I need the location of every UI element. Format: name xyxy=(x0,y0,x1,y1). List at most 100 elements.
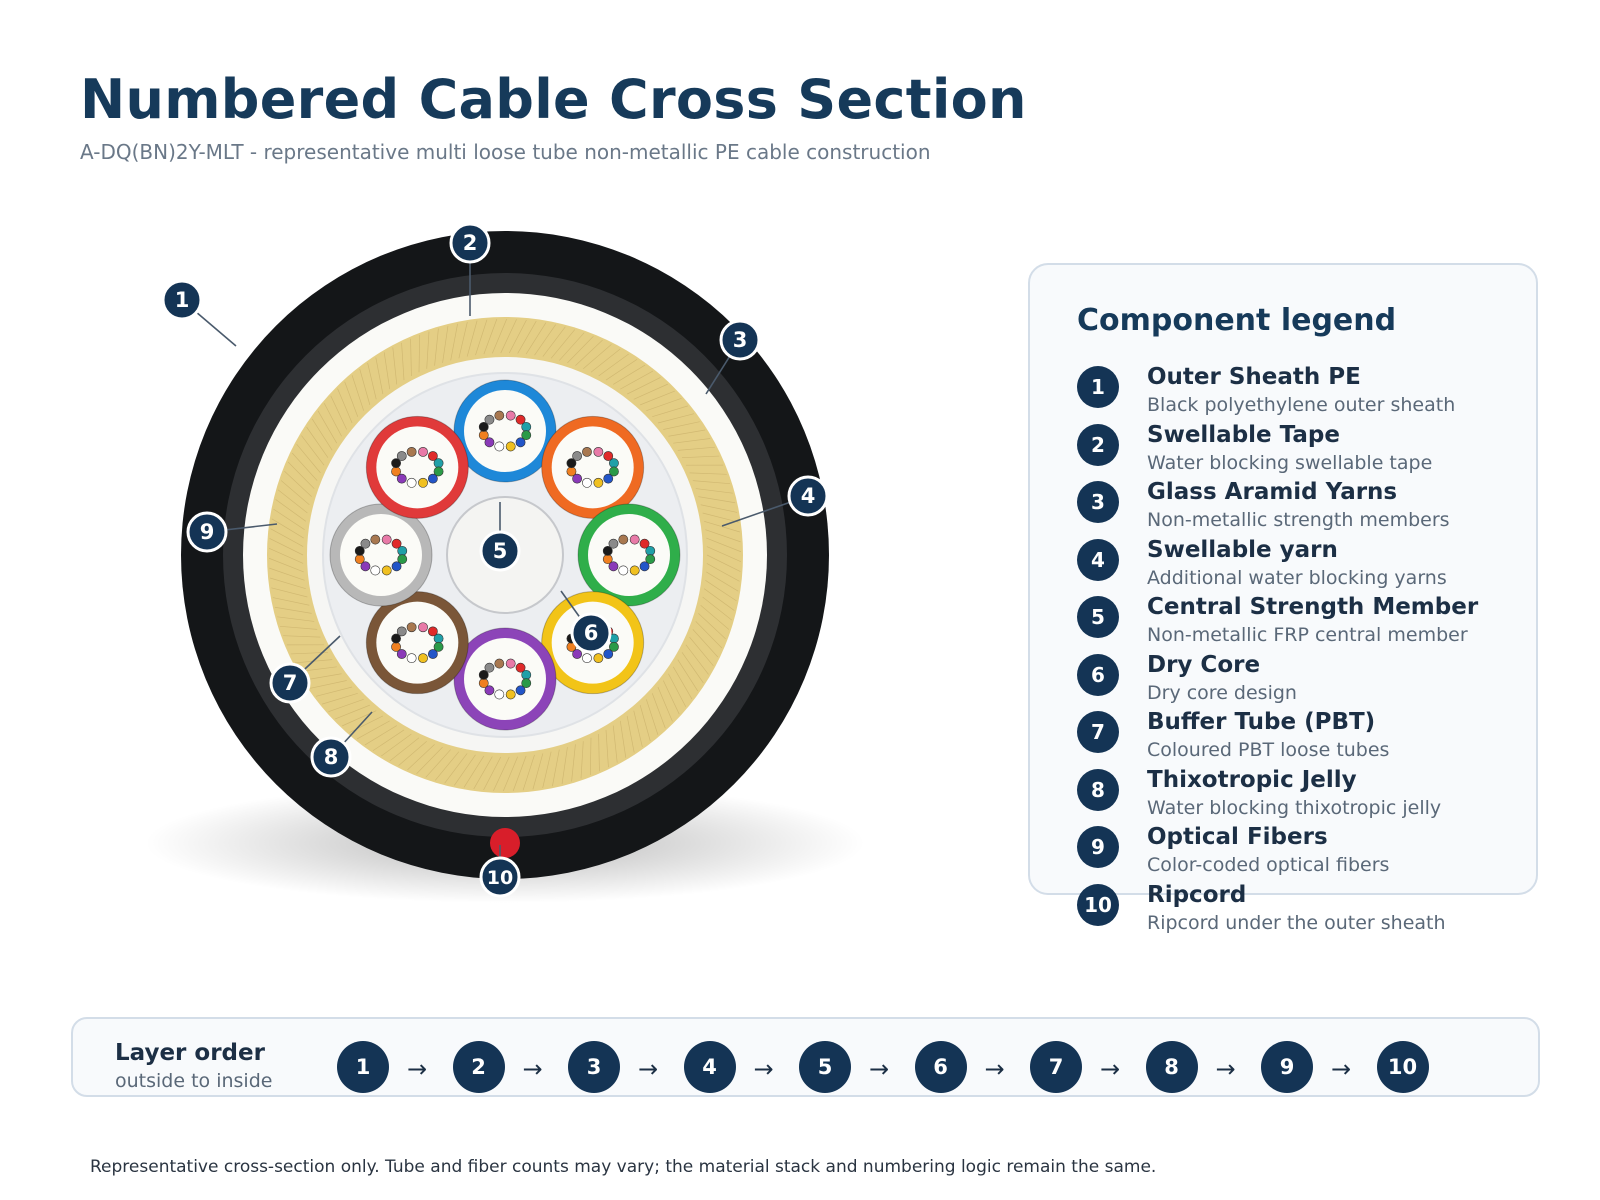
layer-order-badge: 2 xyxy=(452,1041,505,1093)
optical-fiber xyxy=(629,534,640,545)
thixotropic-jelly xyxy=(376,426,459,509)
optical-fiber xyxy=(582,653,592,664)
optical-fiber xyxy=(381,534,392,545)
optical-fiber xyxy=(515,414,526,425)
optical-fiber xyxy=(521,678,532,689)
callout-circle xyxy=(479,856,521,898)
optical-fiber xyxy=(391,561,402,572)
layer-order-arrow: → xyxy=(638,1055,659,1083)
optical-fiber xyxy=(427,649,438,659)
optical-fiber xyxy=(602,554,613,565)
legend-item-name: Buffer Tube (PBT) xyxy=(1147,709,1376,735)
thixotropic-jelly xyxy=(464,390,546,472)
layer-order-arrow: → xyxy=(522,1055,543,1083)
optical-fiber xyxy=(418,653,428,664)
callout-number: 2 xyxy=(463,231,478,255)
legend-number-badge: 1 xyxy=(1077,366,1119,408)
optical-fiber xyxy=(433,641,444,652)
optical-fiber xyxy=(433,458,444,469)
callout-badge: 5 xyxy=(479,530,521,572)
optical-fiber xyxy=(360,561,371,572)
optical-fiber xyxy=(494,689,505,700)
callout-badge: 7 xyxy=(269,662,311,704)
legend-number-badge: 3 xyxy=(1077,481,1119,523)
optical-fiber xyxy=(515,662,526,673)
optical-fiber xyxy=(521,669,532,680)
callout-badge: 4 xyxy=(787,475,829,517)
layer-order-badge: 8 xyxy=(1145,1041,1198,1093)
callout-circle xyxy=(310,736,352,778)
optical-fiber xyxy=(566,458,577,469)
optical-fiber xyxy=(360,538,371,549)
optical-fiber xyxy=(608,561,619,572)
optical-fiber xyxy=(494,658,505,669)
callout-number: 8 xyxy=(324,745,339,769)
optical-fiber xyxy=(433,466,444,477)
optical-fiber xyxy=(494,410,505,421)
callout-circle xyxy=(449,222,491,264)
optical-fiber xyxy=(645,545,656,556)
optical-fiber xyxy=(572,451,583,461)
legend-item-description: Ripcord under the outer sheath xyxy=(1147,911,1446,934)
layer-order-arrow: → xyxy=(984,1055,1005,1083)
legend-item-description: Coloured PBT loose tubes xyxy=(1147,739,1390,761)
optical-fiber xyxy=(478,678,489,689)
optical-fiber xyxy=(427,473,438,484)
optical-fiber xyxy=(406,622,417,633)
optical-fiber xyxy=(381,565,392,576)
optical-fiber xyxy=(370,565,381,576)
callout-circle xyxy=(186,511,228,553)
buffer-tube xyxy=(541,415,645,519)
legend-item-description: Additional water blocking yarns xyxy=(1147,566,1447,589)
legend-item-name: Ripcord xyxy=(1147,881,1247,908)
legend-item-name: Central Strength Member xyxy=(1147,594,1479,620)
optical-fiber xyxy=(603,473,614,484)
legend-number-badge: 9 xyxy=(1077,826,1119,868)
optical-fiber xyxy=(484,662,495,673)
optical-fiber xyxy=(397,554,408,565)
thixotropic-jelly xyxy=(588,514,670,596)
callout-circle xyxy=(570,612,612,654)
optical-fiber xyxy=(593,446,604,457)
layer-order-arrow: → xyxy=(869,1055,890,1083)
buffer-tube xyxy=(453,379,557,483)
optical-fiber xyxy=(478,669,489,680)
optical-fiber xyxy=(406,653,417,664)
optical-fiber xyxy=(391,538,402,549)
optical-fiber xyxy=(494,441,505,452)
optical-fiber xyxy=(639,538,650,549)
legend-number-badge: 8 xyxy=(1077,768,1119,811)
optical-fiber xyxy=(609,458,619,469)
layer-order-badge: 7 xyxy=(1030,1041,1082,1093)
optical-fiber xyxy=(354,554,365,565)
optical-fiber xyxy=(427,451,438,461)
optical-fiber xyxy=(391,466,401,477)
layer-order-arrow: → xyxy=(1215,1055,1236,1083)
optical-fiber xyxy=(618,534,629,545)
optical-fiber xyxy=(370,534,381,545)
optical-fiber xyxy=(406,446,417,457)
legend-number-badge: 5 xyxy=(1077,596,1119,638)
optical-fiber xyxy=(418,622,428,633)
layer-order-badge: 10 xyxy=(1376,1041,1429,1093)
optical-fiber xyxy=(572,473,583,484)
layer-order-badge: 3 xyxy=(568,1041,620,1093)
optical-fiber xyxy=(603,451,614,461)
optical-fiber xyxy=(418,446,428,457)
optical-fiber xyxy=(396,649,407,659)
callout-number: 1 xyxy=(175,288,190,312)
layer-order-arrow: → xyxy=(1100,1055,1121,1083)
optical-fiber xyxy=(609,466,619,477)
ripcord xyxy=(490,828,520,858)
legend-number-badge: 10 xyxy=(1077,883,1119,926)
callout-badge: 1 xyxy=(161,279,203,321)
callout-number: 5 xyxy=(493,539,508,563)
aramid-yarn-texture xyxy=(268,318,742,792)
optical-fiber xyxy=(593,653,604,664)
callout-number: 4 xyxy=(801,484,816,508)
buffer-tube xyxy=(329,503,433,607)
optical-fiber xyxy=(608,538,619,549)
legend-item-name: Glass Aramid Yarns xyxy=(1147,479,1398,505)
buffer-tube xyxy=(453,627,557,731)
